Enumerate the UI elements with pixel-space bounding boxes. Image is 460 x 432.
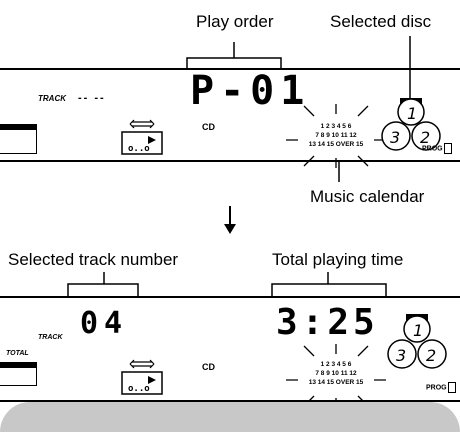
bottom-band [0, 402, 460, 432]
disc-number-2: 2 [420, 128, 430, 147]
cd-label-bottom: CD [202, 362, 215, 372]
calendar-row-2: 7 8 9 10 11 12 [315, 132, 357, 139]
disc-number-2: 2 [426, 346, 436, 365]
cd-label: CD [202, 122, 215, 132]
callout-selected-track-number: Selected track number [8, 250, 179, 269]
down-arrow-icon [224, 206, 236, 234]
disc-number-3: 3 [396, 346, 406, 365]
play-icon [148, 376, 156, 384]
bottom-panel-rail-top [0, 296, 460, 298]
repeat-play-indicator-bottom: o..o [118, 356, 166, 396]
prog-indicator: PROG [422, 143, 452, 154]
music-calendar-bottom: 1 2 3 4 5 6 7 8 9 10 11 12 13 14 15 OVER… [296, 360, 376, 400]
music-calendar: 1 2 3 4 5 6 7 8 9 10 11 12 13 14 15 OVER… [296, 122, 376, 162]
disc-number-1: 1 [413, 321, 423, 340]
disc-number-1: 1 [407, 104, 417, 123]
time-bracket [271, 272, 387, 296]
calendar-row-2: 7 8 9 10 11 12 [315, 370, 357, 377]
selected-disc-leader [409, 36, 411, 98]
repeat-play-indicator: o..o [118, 116, 166, 156]
callout-play-order: Play order [196, 12, 274, 31]
bottom-panel-rail-bottom [0, 400, 460, 402]
prog-label: PROG [422, 145, 443, 153]
calendar-row-1: 1 2 3 4 5 6 [320, 361, 352, 368]
svg-text:o..o: o..o [128, 144, 150, 154]
prog-box-icon [447, 382, 456, 393]
main-display: P-01 [190, 68, 311, 114]
top-panel-rail-top [0, 68, 460, 70]
time-display: 3:25 [276, 302, 379, 343]
callout-total-playing-time: Total playing time [272, 250, 404, 269]
calendar-flash-lines [286, 104, 386, 168]
repeat-icon: o..o [121, 359, 163, 395]
track-label-bottom: TRACK [38, 334, 63, 341]
calendar-row-3: 13 14 15 OVER 15 [308, 141, 364, 148]
play-order-bracket [186, 42, 282, 70]
music-calendar-leader [338, 160, 340, 182]
prog-box-icon [443, 143, 452, 154]
track-label: TRACK [38, 94, 66, 103]
repeat-icon: o..o [121, 119, 163, 155]
left-panel-box-bottom [0, 362, 37, 386]
top-panel-rail-bottom [0, 160, 460, 162]
disc-number-3: 3 [390, 128, 400, 147]
left-panel-box [0, 124, 37, 154]
calendar-row-1: 1 2 3 4 5 6 [320, 123, 352, 130]
track-number-bracket [67, 272, 139, 296]
prog-label: PROG [426, 384, 447, 392]
play-icon [148, 136, 156, 144]
disc-selector: 1 3 2 [381, 98, 441, 151]
track-number-display: 04 [80, 306, 129, 341]
total-label: TOTAL [6, 350, 29, 357]
callout-music-calendar: Music calendar [310, 187, 425, 206]
track-value: -- -- [78, 92, 106, 104]
calendar-row-3: 13 14 15 OVER 15 [308, 379, 364, 386]
prog-indicator-bottom: PROG [426, 382, 456, 393]
svg-text:o..o: o..o [128, 384, 150, 394]
disc-selector-bottom: 1 3 2 [387, 314, 447, 369]
callout-selected-disc: Selected disc [330, 12, 432, 31]
